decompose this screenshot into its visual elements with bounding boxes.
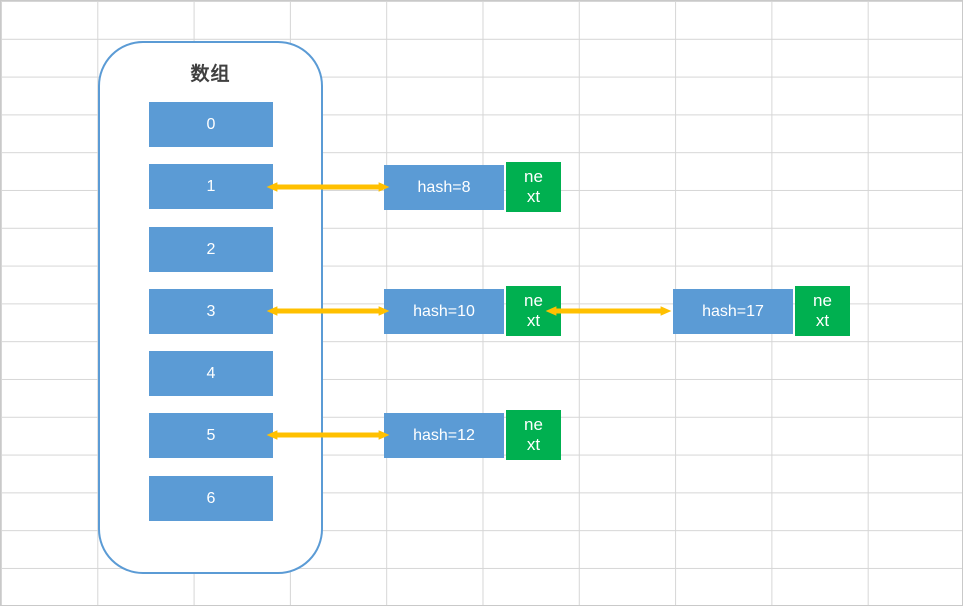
- node-hash8: hash=8 next: [384, 162, 561, 212]
- array-slot-6: 6: [149, 476, 273, 521]
- array-slot-5: 5: [149, 413, 273, 458]
- node-hash12: hash=12 next: [384, 410, 561, 460]
- node-hash12-value: hash=12: [384, 412, 504, 458]
- node-hash10: hash=10 next: [384, 286, 561, 336]
- node-hash17: hash=17 next: [673, 286, 850, 336]
- node-hash8-next-pointer: next: [506, 162, 561, 212]
- node-hash17-value: hash=17: [673, 288, 793, 334]
- array-title: 数组: [190, 64, 231, 85]
- next-label: next: [813, 290, 832, 330]
- next-label: next: [524, 166, 543, 206]
- array-slot-0: 0: [149, 102, 273, 147]
- node-hash10-value: hash=10: [384, 288, 504, 334]
- array-slot-4: 4: [149, 351, 273, 396]
- node-hash17-next-pointer: next: [795, 286, 850, 336]
- next-label: next: [524, 414, 543, 454]
- node-hash10-next-pointer: next: [506, 286, 561, 336]
- array-slot-3: 3: [149, 289, 273, 334]
- array-slot-1: 1: [149, 164, 273, 209]
- node-hash8-value: hash=8: [384, 164, 504, 210]
- next-label: next: [524, 290, 543, 330]
- array-slot-2: 2: [149, 227, 273, 272]
- node-hash12-next-pointer: next: [506, 410, 561, 460]
